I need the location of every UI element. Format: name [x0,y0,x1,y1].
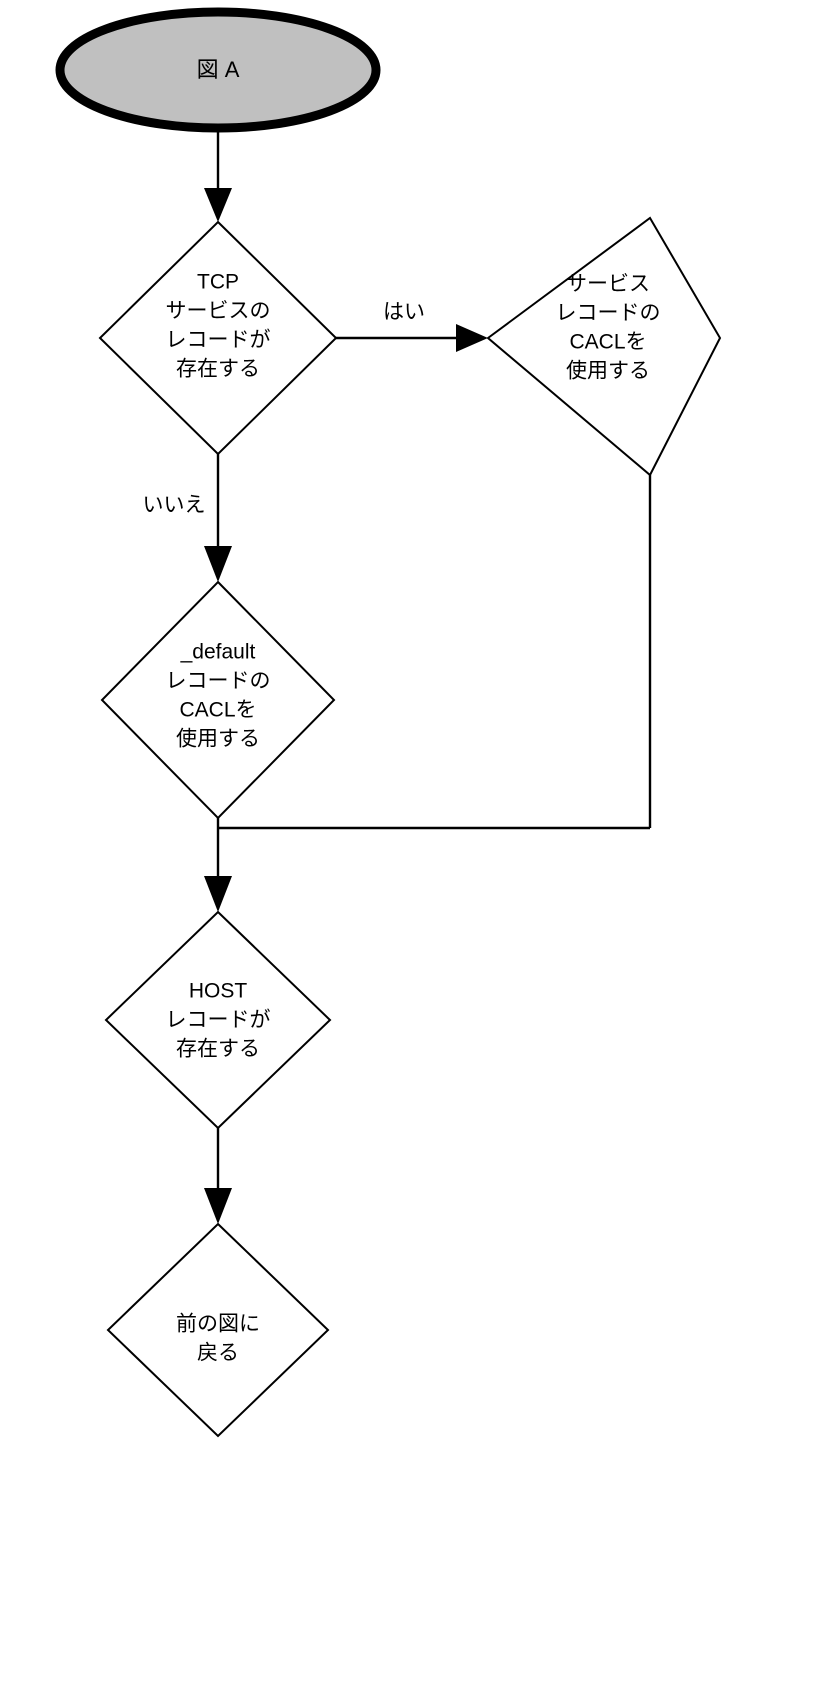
edge-tcp-yes-arrowhead [456,324,488,352]
node-host-record-line-1: HOST [189,980,248,1003]
node-return-previous[interactable] [106,1222,330,1438]
edge-tcp-no-arrowhead [204,546,232,582]
edge-label-no: いいえ [143,494,206,517]
node-default-record-cacl-line-3: CACLを [179,699,256,722]
node-service-record-cacl-line-3: CACLを [569,331,646,354]
node-service-record-cacl-line-2: レコードの [556,302,661,325]
node-default-record-cacl-line-2: レコードの [166,670,271,693]
node-service-record-cacl-line-4: 使用する [566,360,650,383]
node-return-previous-line-2: 戻る [197,1342,239,1365]
node-return-previous-line-1: 前の図に [176,1313,260,1336]
node-tcp-service-record-line-1: TCP [197,271,239,294]
edge-start-to-tcp-arrowhead [204,188,232,222]
node-tcp-service-record-line-4: 存在する [176,358,260,381]
node-host-record-line-2: レコードが [166,1009,271,1032]
node-tcp-service-record-line-3: レコードが [166,329,271,352]
node-service-record-cacl-line-1: サービス [566,273,650,296]
node-start-label: 図 A [197,57,240,82]
node-tcp-service-record-line-2: サービスの [166,300,271,323]
node-default-record-cacl-line-4: 使用する [176,728,260,751]
node-default-record-cacl-line-1: _default [180,641,256,664]
edge-to-host-arrowhead [204,876,232,912]
edge-label-yes: はい [383,301,425,324]
edge-host-to-return-arrowhead [204,1188,232,1224]
node-host-record-line-3: 存在する [176,1038,260,1061]
